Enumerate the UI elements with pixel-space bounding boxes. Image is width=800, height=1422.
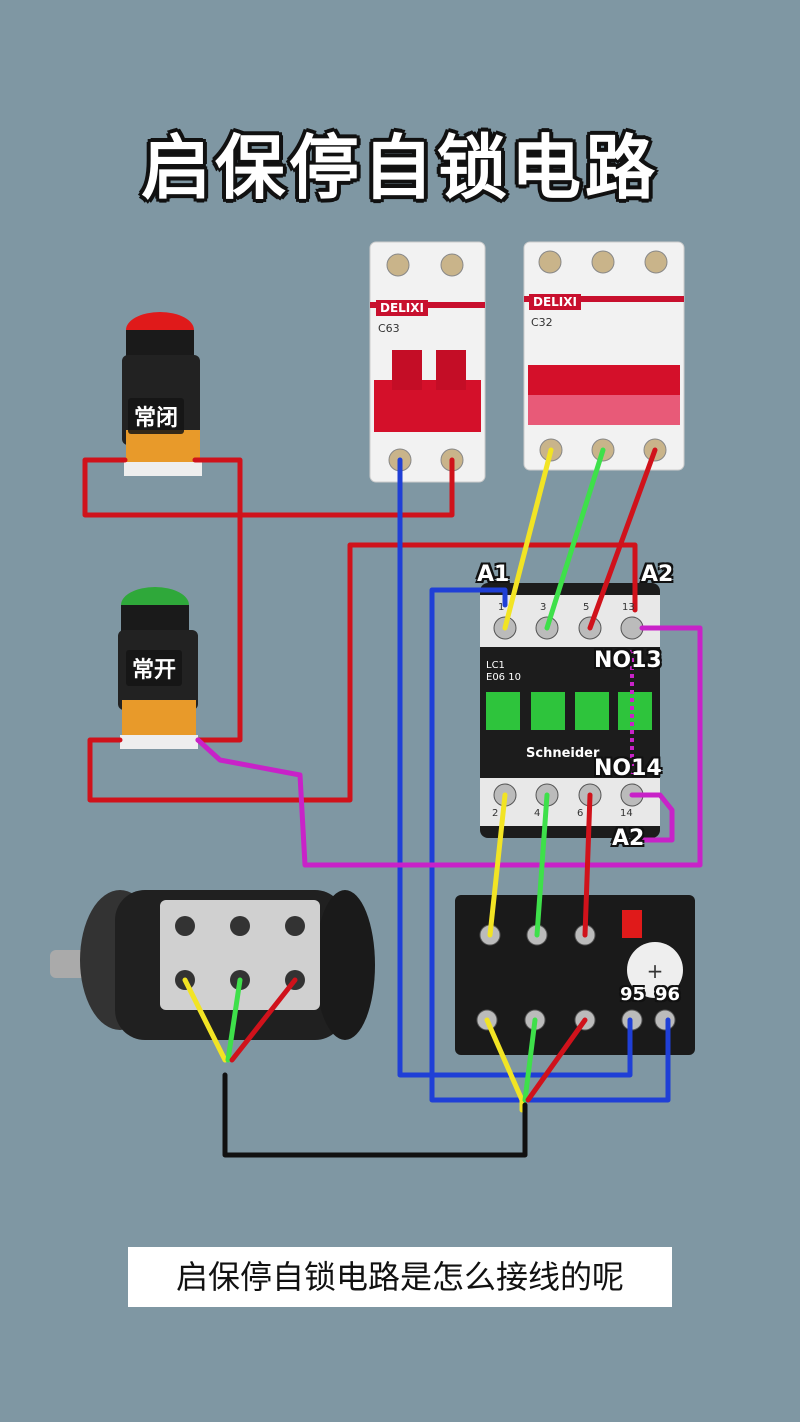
breaker-2p-brand: DELIXI bbox=[376, 300, 428, 316]
wire-blue-to-95 bbox=[397, 457, 633, 1078]
wire-yellow-t1 bbox=[487, 792, 508, 938]
breaker-2p-model: C63 bbox=[378, 322, 400, 335]
term-14: 14 bbox=[620, 808, 633, 819]
wires bbox=[82, 447, 703, 1158]
wire-green-l2 bbox=[544, 447, 606, 631]
wire-yellow-motor bbox=[182, 977, 228, 1063]
breaker-3-pole bbox=[523, 241, 685, 471]
wire-green-t2 bbox=[534, 792, 550, 938]
label-normally-open: 常开 bbox=[126, 650, 183, 686]
contactor-model-line2: E06 10 bbox=[486, 672, 521, 683]
svg-text:+: + bbox=[647, 959, 664, 983]
term-1: 1 bbox=[498, 602, 505, 613]
wire-yellow-out bbox=[484, 1017, 525, 1113]
term-6: 6 bbox=[577, 808, 584, 819]
thermal-overload-relay: + bbox=[455, 895, 695, 1055]
wire-red-breaker-to-stop bbox=[82, 457, 455, 518]
three-phase-motor bbox=[50, 890, 375, 1040]
stop-button-nc bbox=[122, 312, 202, 476]
label-95: 95 bbox=[620, 984, 646, 1005]
wire-black-motor-cable bbox=[222, 1072, 528, 1158]
wire-magenta-no14 bbox=[629, 792, 675, 843]
term-2: 2 bbox=[492, 808, 499, 819]
wire-red-start-to-a2 bbox=[87, 542, 638, 803]
label-a2-top: A2 bbox=[641, 562, 674, 587]
term-5: 5 bbox=[583, 602, 590, 613]
wire-red-l3 bbox=[587, 447, 658, 631]
wire-green-motor bbox=[225, 977, 243, 1063]
contactor-model-line1: LC1 bbox=[486, 660, 505, 671]
term-3: 3 bbox=[540, 602, 547, 613]
wire-green-out bbox=[522, 1017, 538, 1103]
term-4: 4 bbox=[534, 808, 541, 819]
label-a1: A1 bbox=[477, 562, 510, 587]
page-title: 启保停自锁电路 bbox=[141, 127, 659, 209]
term-13: 13 bbox=[622, 602, 635, 613]
wire-red-stop-to-start bbox=[192, 457, 243, 743]
caption: 启保停自锁电路是怎么接线的呢 bbox=[128, 1247, 672, 1307]
wire-magenta-no13 bbox=[195, 625, 703, 868]
contactor bbox=[480, 583, 660, 838]
wire-yellow-l1 bbox=[502, 447, 554, 631]
label-no14: NO14 bbox=[594, 756, 662, 781]
breaker-3p-model: C32 bbox=[531, 316, 553, 329]
label-no13: NO13 bbox=[594, 648, 662, 673]
wire-red-t3 bbox=[582, 792, 593, 938]
wire-blue-a1-to-96 bbox=[429, 587, 671, 1103]
breaker-3p-brand: DELIXI bbox=[529, 294, 581, 310]
contactor-brand: Schneider bbox=[526, 746, 600, 761]
wire-red-out bbox=[525, 1017, 588, 1103]
label-normally-closed: 常闭 bbox=[128, 398, 185, 434]
label-a2-bottom: A2 bbox=[612, 826, 645, 851]
label-96: 96 bbox=[655, 984, 681, 1005]
breaker-2-pole bbox=[369, 241, 486, 483]
wire-red-motor bbox=[229, 977, 298, 1063]
